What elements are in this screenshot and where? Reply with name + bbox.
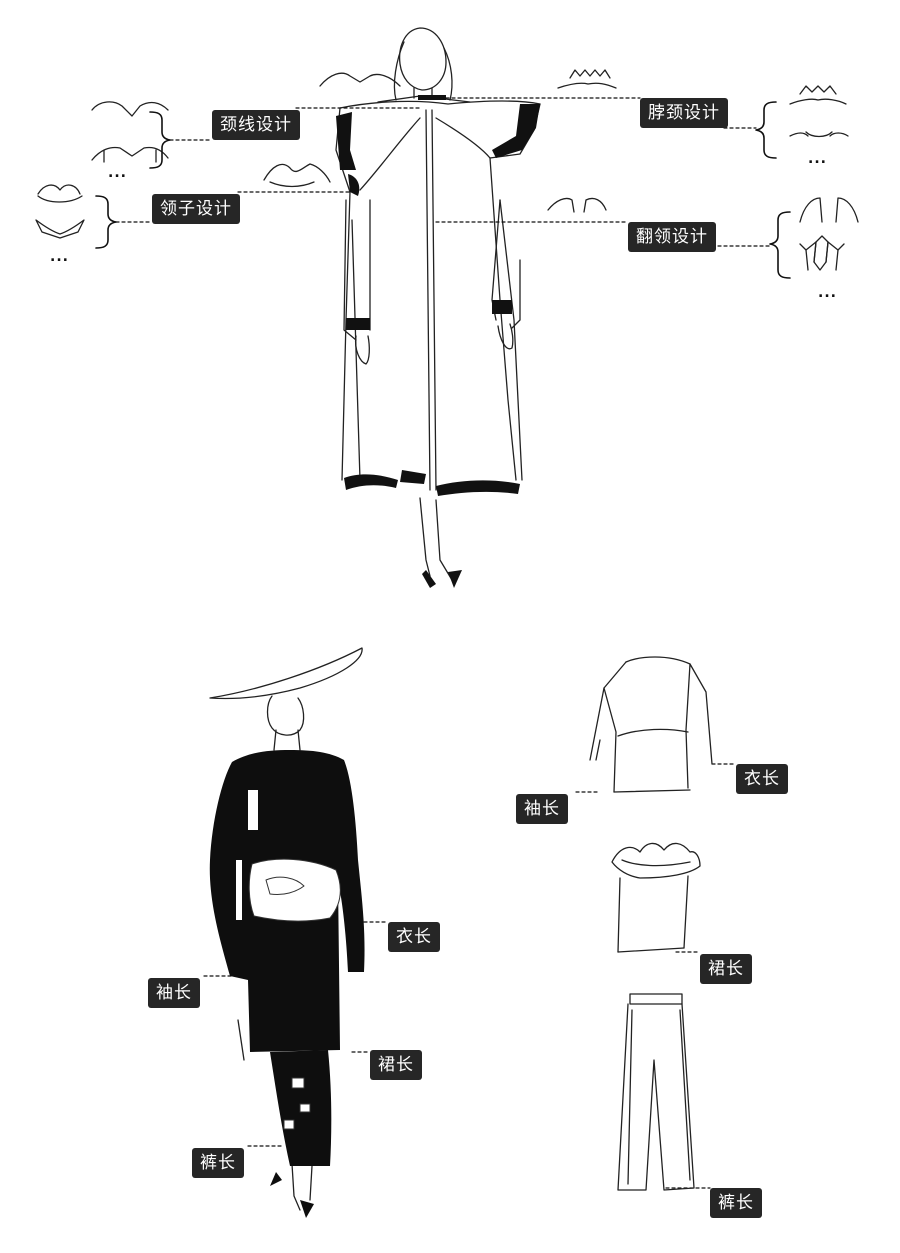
neck-design-label: 脖颈设计 (640, 98, 728, 128)
br-sleeve-length-label: 袖长 (516, 794, 568, 824)
flat-pants (618, 994, 694, 1190)
lapel-design-label: 翻领设计 (628, 222, 716, 252)
neckline-more-dots: ... (108, 166, 127, 180)
bl-skirt-length-label: 裙长 (370, 1050, 422, 1080)
neck-more-dots: ... (808, 152, 827, 166)
br-top-length-label: 衣长 (736, 764, 788, 794)
bl-sleeve-length-label: 袖长 (148, 978, 200, 1008)
flat-skirt (612, 843, 700, 952)
bl-pants-length-label: 裤长 (192, 1148, 244, 1178)
br-pants-length-label: 裤长 (710, 1188, 762, 1218)
collar-design-label: 领子设计 (152, 194, 240, 224)
flat-jacket (590, 657, 712, 792)
bl-top-length-label: 衣长 (388, 922, 440, 952)
neckline-design-label: 颈线设计 (212, 110, 300, 140)
lapel-more-dots: ... (818, 286, 837, 300)
collar-swatches (36, 185, 84, 238)
collar-more-dots: ... (50, 250, 69, 264)
br-skirt-length-label: 裙长 (700, 954, 752, 984)
leader-lines (116, 98, 770, 1188)
